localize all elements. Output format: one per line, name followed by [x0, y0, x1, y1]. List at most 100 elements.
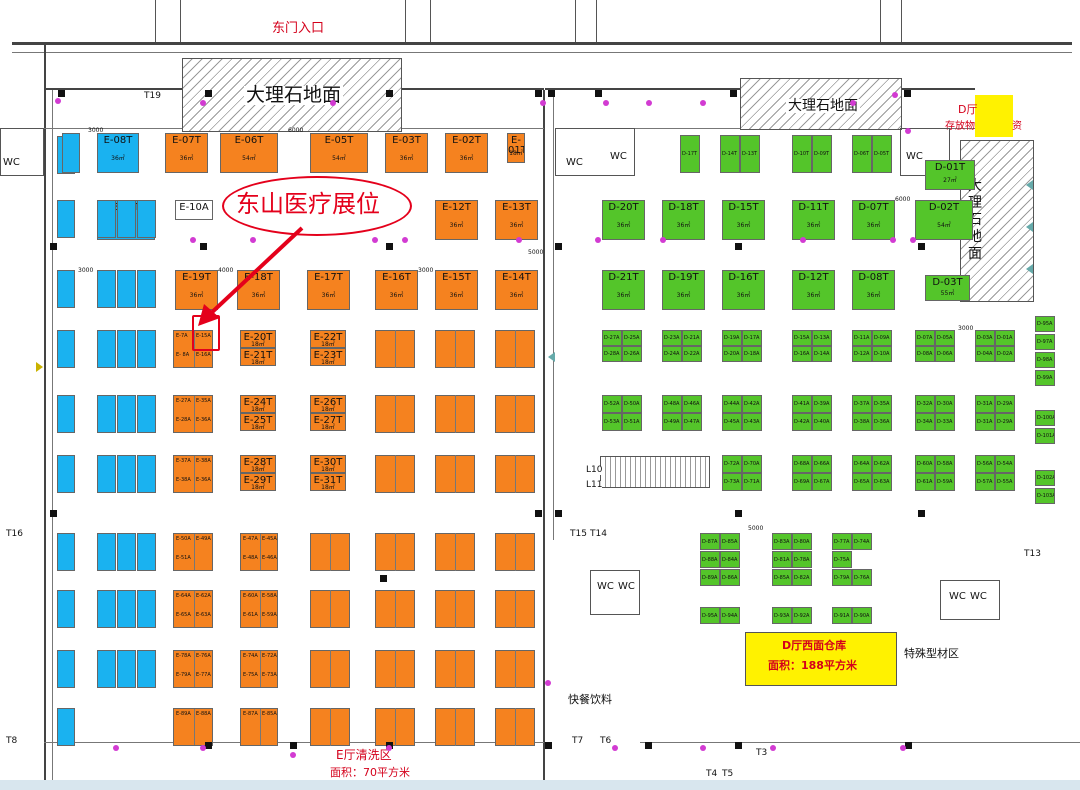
booth-d-row5-8-label: D-57A — [977, 479, 993, 485]
booth-e-quad-mid-0-d: E-46A — [262, 555, 277, 561]
booth-d-right-4-label: D-100A — [1037, 415, 1055, 421]
hall-divider-inner — [553, 90, 554, 540]
booth-e-quad-mid-0-divider — [260, 534, 261, 570]
booth-d-row3-7: D-40A — [812, 413, 832, 431]
booth-d-row3-10-label: D-34A — [917, 419, 933, 425]
vertical-pillars-top-3 — [575, 0, 597, 42]
booth-e-quad-left-6-a: E-89A — [176, 711, 191, 717]
booth-d-row3-12: D-31A — [975, 413, 995, 431]
booth-e-blue-mid-6-0 — [97, 533, 116, 571]
booth-d-row4-8: D-56A — [975, 455, 995, 473]
booth-e-05t-area: 54㎡ — [332, 155, 346, 162]
structural-column-0 — [58, 90, 65, 97]
booth-e-quad-left-1-divider — [194, 396, 195, 432]
booth-e-29t-area: 18㎡ — [251, 484, 265, 491]
booth-d-row1-9-label: D-10A — [874, 351, 890, 357]
booth-d-row4-9: D-54A — [995, 455, 1015, 473]
booth-e-02t-area: 36㎡ — [459, 155, 474, 162]
booth-d-13t: D-13T — [740, 135, 760, 173]
booth-d-lower-1-0-label: D-88A — [702, 556, 718, 563]
booth-d-row2-8-label: D-37A — [854, 401, 870, 407]
booth-d-row3-8-label: D-38A — [854, 419, 870, 425]
booth-e-blue-left-7 — [57, 590, 75, 628]
inner-wall-left — [52, 90, 53, 790]
booth-e-grid-div-1-3 — [515, 395, 516, 433]
booth-d-lower-1-0: D-88A — [700, 551, 720, 568]
booth-e-06t-area: 54㎡ — [242, 155, 256, 162]
booth-d-row4-8-label: D-56A — [977, 461, 993, 467]
booth-e-grid-div-4-2 — [455, 590, 456, 628]
booth-e-blue-mid-1-1 — [117, 200, 136, 238]
booth-e-blue-mid-6-2 — [137, 533, 156, 571]
booth-d-row1-4-label: D-20A — [724, 351, 740, 357]
booth-d-lower-2-5-label: D-76A — [854, 574, 870, 581]
booth-e-grid-div-0-1 — [395, 330, 396, 368]
booth-e-grid-div-0-3 — [515, 330, 516, 368]
booth-e-quad-mid-1-d: E-59A — [262, 612, 277, 618]
booth-d-lower-3-4: D-91A — [832, 607, 852, 624]
booth-d-20t-id: D-20T — [608, 202, 639, 213]
booth-e-blue-mid-8-1 — [117, 650, 136, 688]
booth-e-quad-left-4-b: E-62A — [196, 593, 211, 599]
booth-e-quad-left-4-a: E-64A — [176, 593, 191, 599]
booth-d-row4-6-label: D-60A — [917, 461, 933, 467]
booth-d-row1-6-label: D-16A — [794, 351, 810, 357]
booth-d-05t-label: D-05T — [874, 151, 890, 157]
booth-e-quad-left-5-divider — [194, 651, 195, 687]
booth-d-row0-10-label: D-07A — [917, 335, 933, 341]
power-point-25 — [612, 745, 618, 751]
booth-e-31t-area: 18㎡ — [321, 484, 335, 491]
booth-d-lower-3-5: D-90A — [852, 607, 872, 624]
booth-d-02t-id: D-02T — [928, 202, 960, 213]
taskbar-strip — [0, 780, 1080, 790]
booth-e-26t-area: 18㎡ — [321, 406, 335, 413]
booth-e-blue-mid-5-1 — [117, 455, 136, 493]
booth-d-row1-11: D-06A — [935, 346, 955, 362]
booth-d-row1-5: D-18A — [742, 346, 762, 362]
booth-d-lower-3-3-label: D-92A — [794, 612, 810, 619]
booth-e-16t-area: 36㎡ — [389, 292, 404, 299]
booth-d-row2-4-label: D-44A — [724, 401, 740, 407]
hall-divider — [543, 90, 545, 790]
power-point-5 — [646, 100, 652, 106]
booth-d-row0-7-label: D-13A — [814, 335, 830, 341]
booth-d-row3-3-label: D-47A — [684, 419, 700, 425]
transport-t3: T3 — [756, 748, 768, 758]
booth-e-grid-div-2-1 — [395, 455, 396, 493]
power-point-0 — [55, 98, 61, 104]
booth-e-22t-area: 18㎡ — [321, 341, 335, 348]
booth-e-grid-div-1-2 — [455, 395, 456, 433]
booth-d-row3-11: D-33A — [935, 413, 955, 431]
booth-d-03t-id: D-03T — [932, 277, 963, 288]
booth-e-quad-mid-2-b: E-72A — [262, 653, 277, 659]
structural-column-10 — [386, 243, 393, 250]
power-point-14 — [516, 237, 522, 243]
booth-d-lower-2-4-label: D-79A — [834, 574, 850, 581]
booth-d-lower-3-3: D-92A — [792, 607, 812, 624]
booth-e-blue-mid-5-0 — [97, 455, 116, 493]
booth-e-quad-left-4-divider — [194, 591, 195, 627]
structural-column-2 — [386, 90, 393, 97]
booth-e-27t-id: E-27T — [313, 415, 343, 426]
power-point-28 — [900, 745, 906, 751]
booth-e-blue-mid-2-0 — [97, 270, 116, 308]
booth-d-lower-1-2: D-81A — [772, 551, 792, 568]
vertical-pillars-top-4 — [880, 0, 902, 42]
booth-e-grid-div-6-0 — [330, 708, 331, 746]
power-point-15 — [595, 237, 601, 243]
entry-marker-3 — [1026, 222, 1033, 232]
booth-d-lower-2-0: D-89A — [700, 569, 720, 586]
booth-d-row2-10-label: D-32A — [917, 401, 933, 407]
booth-d-lower-1-1: D-84A — [720, 551, 740, 568]
booth-d-lower-3-5-label: D-90A — [854, 612, 870, 619]
transport-t7: T7 — [572, 736, 584, 746]
booth-d-lower-0-2-label: D-83A — [774, 538, 790, 545]
booth-d-row5-5: D-63A — [872, 473, 892, 491]
booth-d-row5-5-label: D-63A — [874, 479, 890, 485]
booth-d-row3-1: D-51A — [622, 413, 642, 431]
